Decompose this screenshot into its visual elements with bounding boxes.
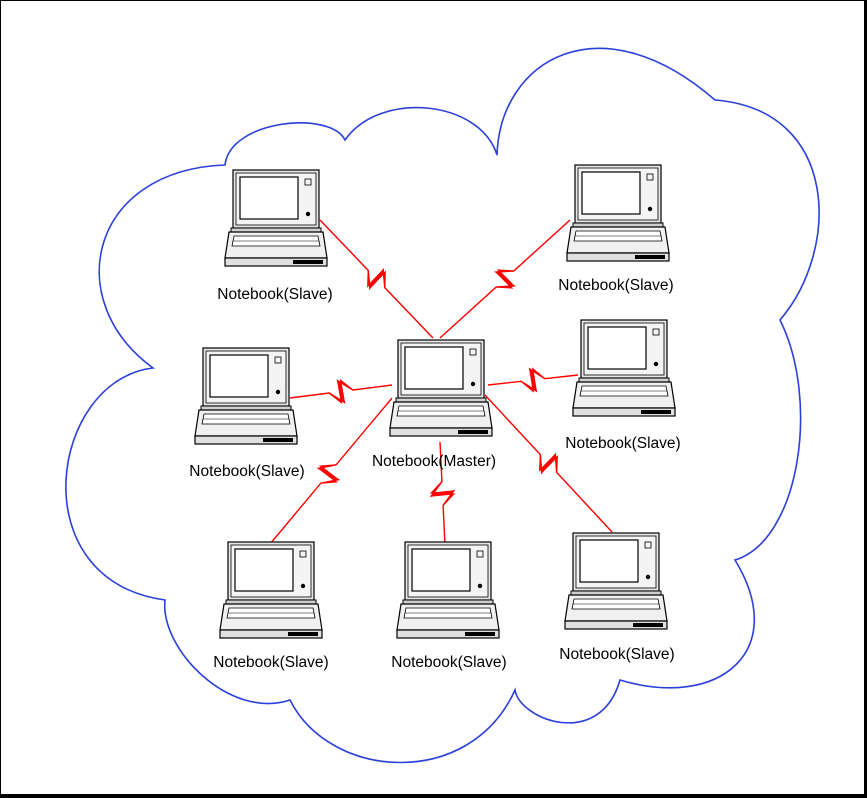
laptop-icon (396, 541, 500, 639)
notebook-slave-6: Notebook(Slave) (391, 541, 507, 671)
wireless-link-slave-2 (439, 219, 571, 339)
laptop-icon (572, 319, 676, 417)
node-label: Notebook(Master) (372, 453, 496, 470)
node-label: Notebook(Slave) (558, 277, 673, 294)
notebook-slave-5: Notebook(Slave) (213, 541, 329, 671)
node-label: Notebook(Slave) (189, 463, 304, 480)
node-label: Notebook(Slave) (559, 646, 674, 663)
notebook-slave-1: Notebook(Slave) (217, 169, 333, 303)
lightning-bolt-icon (328, 378, 354, 405)
notebook-master: Notebook(Master) (372, 339, 496, 470)
lightning-bolt-icon (520, 367, 546, 393)
laptop-icon (219, 541, 323, 639)
lightning-bolt-icon (494, 269, 516, 289)
wireless-link-slave-3 (289, 378, 393, 405)
node-label: Notebook(Slave) (217, 286, 332, 303)
wireless-link-slave-7 (484, 394, 613, 533)
lightning-bolt-icon (429, 481, 456, 506)
laptop-icon (194, 347, 298, 445)
wireless-link-slave-6 (429, 441, 456, 546)
node-label: Notebook(Slave) (391, 654, 506, 671)
laptop-icon (389, 339, 493, 437)
node-label: Notebook(Slave) (213, 654, 328, 671)
laptop-icon (564, 532, 668, 630)
lightning-bolt-icon (538, 453, 559, 474)
notebook-slave-2: Notebook(Slave) (558, 164, 674, 294)
wireless-link-slave-5 (264, 397, 393, 551)
network-cloud (65, 47, 820, 764)
notebook-nodes: Notebook(Master) Notebook(Slave) Notebook(… (189, 164, 681, 671)
laptop-icon (566, 164, 670, 262)
lightning-bolt-icon (367, 268, 386, 290)
laptop-icon (224, 169, 328, 267)
wireless-link-slave-1 (319, 219, 434, 339)
notebook-slave-7: Notebook(Slave) (559, 532, 675, 663)
notebook-slave-4: Notebook(Slave) (565, 319, 681, 452)
node-label: Notebook(Slave) (565, 435, 680, 452)
notebook-slave-3: Notebook(Slave) (189, 347, 305, 480)
wireless-link-slave-4 (487, 367, 579, 393)
wireless-links (264, 219, 613, 551)
lightning-bolt-icon (317, 464, 340, 484)
